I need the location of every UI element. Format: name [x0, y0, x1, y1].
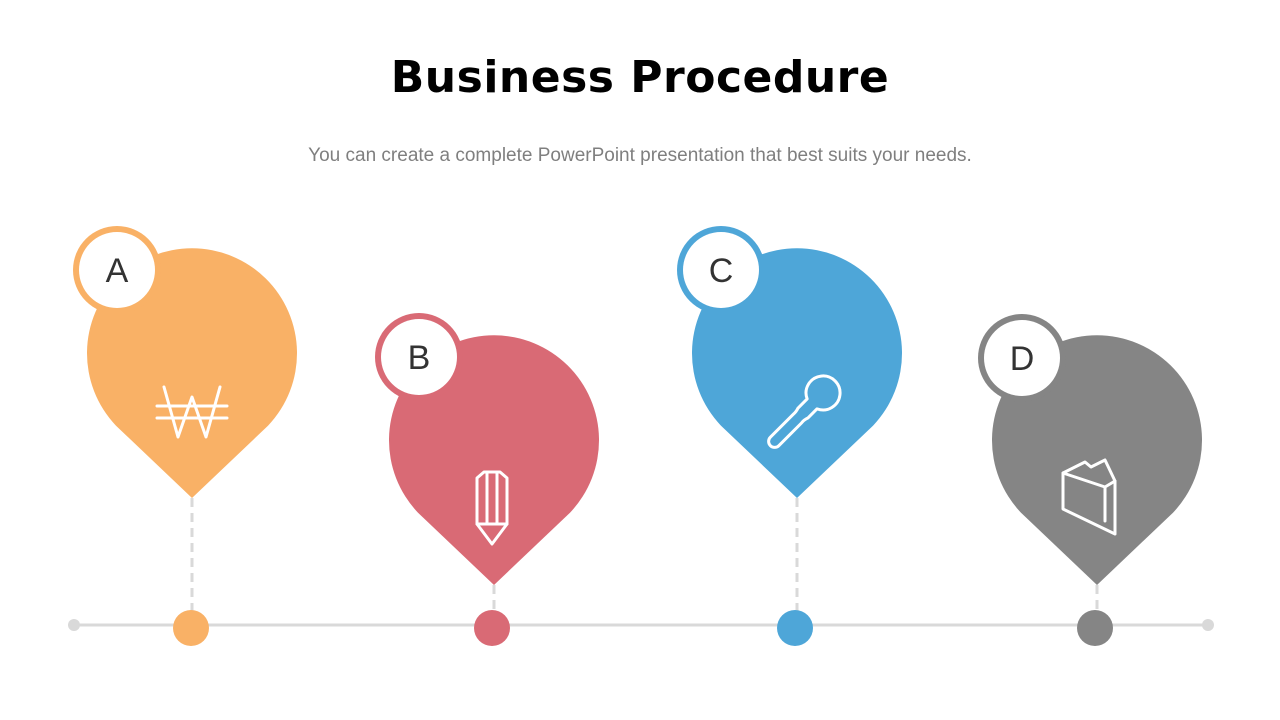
step-b-timeline-dot	[474, 610, 510, 646]
step-b-pin	[389, 335, 599, 585]
slide-title: Business Procedure	[390, 52, 890, 103]
step-d: D	[978, 314, 1202, 646]
step-d-letter: D	[1010, 340, 1035, 378]
step-d-timeline-dot	[1077, 610, 1113, 646]
slide-subtitle: You can create a complete PowerPoint pre…	[308, 145, 972, 166]
wrench-icon	[767, 374, 842, 449]
won-currency-icon	[155, 385, 229, 439]
step-c-timeline-dot	[777, 610, 813, 646]
step-c-pin	[692, 248, 902, 498]
step-c-letter: C	[709, 252, 734, 290]
step-a-badge	[79, 232, 155, 308]
step-d-pin	[992, 335, 1202, 585]
step-c-badge	[683, 232, 759, 308]
timeline-end-cap	[1202, 619, 1214, 631]
step-a: A	[73, 226, 297, 646]
step-b-badge	[381, 319, 457, 395]
step-a-pin	[86, 248, 297, 498]
step-d-badge	[984, 320, 1060, 396]
step-a-letter: A	[106, 252, 129, 290]
pencil-icon	[475, 470, 509, 546]
folder-icon	[1061, 458, 1117, 536]
step-c: C	[677, 226, 902, 646]
step-b: B	[375, 313, 599, 646]
timeline-start-cap	[68, 619, 80, 631]
step-a-timeline-dot	[173, 610, 209, 646]
step-b-letter: B	[408, 339, 431, 377]
